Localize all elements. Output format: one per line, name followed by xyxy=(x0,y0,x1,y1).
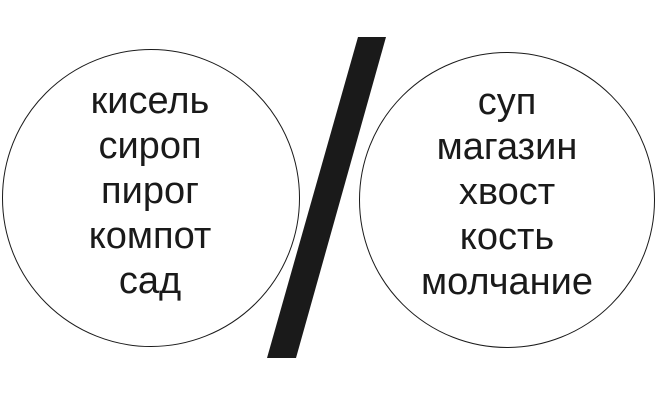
right-word: магазин xyxy=(436,126,578,168)
left-word-list: кисель сироп пирог компот сад xyxy=(50,79,250,304)
left-word: пирог xyxy=(101,170,199,212)
right-word: кость xyxy=(459,216,555,258)
right-word: суп xyxy=(477,81,537,123)
left-word: сад xyxy=(118,260,182,302)
right-circle xyxy=(359,52,655,348)
slash-shape xyxy=(267,37,386,358)
right-word: молчание xyxy=(420,261,594,303)
left-word: кисель xyxy=(90,80,210,122)
left-word: компот xyxy=(88,215,212,257)
right-word: хвост xyxy=(458,171,556,213)
left-circle xyxy=(2,49,300,347)
right-word-list: суп магазин хвост кость молчание xyxy=(406,80,608,305)
left-word: сироп xyxy=(98,125,202,167)
